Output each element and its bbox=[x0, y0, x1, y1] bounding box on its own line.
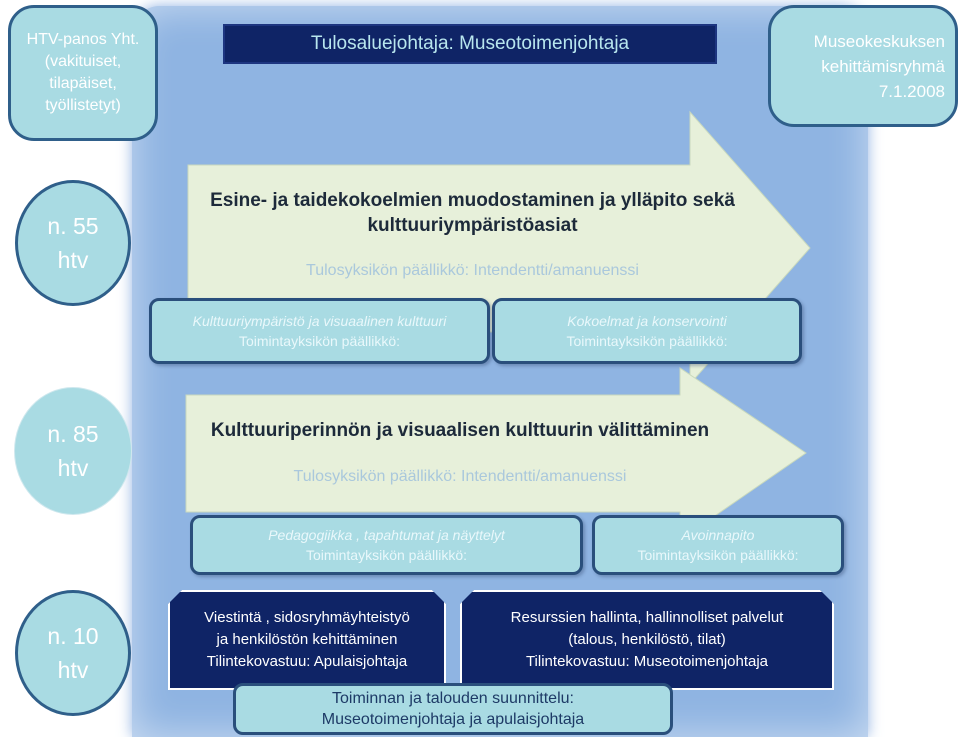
resources-line: Tilintekovastuu: Museotoimenjohtaja bbox=[525, 653, 769, 670]
htv-circle-count: n. 55 bbox=[47, 213, 99, 239]
htv-circle-2: n. 85 htv bbox=[15, 388, 131, 514]
resources-line: (talous, henkilöstö, tilat) bbox=[568, 631, 726, 648]
arrow-1-title: Esine- ja taidekokoelmien muodostaminen … bbox=[190, 188, 755, 238]
htv-circle-3: n. 10 htv bbox=[15, 590, 131, 716]
communication-line: Tilintekovastuu: Apulaisjohtaja bbox=[206, 653, 408, 670]
group-date-line: Museokeskuksen bbox=[813, 31, 945, 51]
arrow-2-subtitle: Tulosyksikön päällikkö: Intendentti/aman… bbox=[293, 468, 627, 485]
htv-total-line: tilapäiset, bbox=[49, 75, 117, 92]
htv-circle-unit: htv bbox=[57, 247, 89, 273]
htv-total-line: työllistetyt) bbox=[45, 97, 121, 114]
htv-circle-count: n. 10 bbox=[47, 623, 99, 649]
group-date-line: 7.1.2008 bbox=[878, 81, 945, 101]
communication-line: Viestintä , sidosryhmäyhteistyö bbox=[204, 609, 410, 626]
unit-box-head: Toimintayksikön päällikkö: bbox=[238, 333, 401, 349]
htv-total-line: HTV-panos Yht. bbox=[26, 31, 140, 48]
communication-box: Viestintä , sidosryhmäyhteistyö ja henki… bbox=[168, 590, 446, 690]
unit-box-head: Toimintayksikön päällikkö: bbox=[637, 547, 799, 563]
htv-total-line: (vakituiset, bbox=[44, 53, 122, 70]
unit-box-pedagogy: Pedagogiikka , tapahtumat ja näyttelyt T… bbox=[190, 515, 583, 575]
group-date-box: Museokeskuksen kehittämisryhmä 7.1.2008 bbox=[768, 5, 958, 127]
htv-total-box: HTV-panos Yht. (vakituiset, tilapäiset, … bbox=[8, 5, 158, 141]
arrow-2-title: Kulttuuriperinnön ja visuaalisen kulttuu… bbox=[210, 420, 710, 441]
planning-box: Toiminnan ja talouden suunnittelu: Museo… bbox=[233, 683, 673, 735]
unit-box-collections: Kokoelmat ja konservointi Toimintayksikö… bbox=[492, 298, 802, 364]
arrow-2-polygon bbox=[185, 367, 807, 541]
unit-box-name: Avoinnapito bbox=[681, 527, 755, 543]
arrow-1-title-line: Esine- ja taidekokoelmien muodostaminen … bbox=[210, 190, 735, 211]
htv-circle-1: n. 55 htv bbox=[15, 180, 131, 306]
resources-box: Resurssien hallinta, hallinnolliset palv… bbox=[460, 590, 834, 690]
unit-box-opening: Avoinnapito Toimintayksikön päällikkö: bbox=[592, 515, 844, 575]
unit-box-head: Toimintayksikön päällikkö: bbox=[305, 547, 468, 563]
unit-box-cultural-environment: Kulttuuriympäristö ja visuaalinen kulttu… bbox=[149, 298, 490, 364]
planning-line: Toiminnan ja talouden suunnittelu: bbox=[332, 690, 574, 707]
arrow-1-subtitle: Tulosyksikön päällikkö: Intendentti/aman… bbox=[306, 262, 639, 279]
unit-box-name: Kokoelmat ja konservointi bbox=[567, 313, 727, 329]
header-title: Tulosaluejohtaja: Museotoimenjohtaja bbox=[310, 33, 630, 54]
header-title-bar: Tulosaluejohtaja: Museotoimenjohtaja bbox=[223, 24, 717, 64]
htv-circle-unit: htv bbox=[57, 657, 89, 683]
htv-circle-unit: htv bbox=[57, 455, 89, 481]
resources-line: Resurssien hallinta, hallinnolliset palv… bbox=[510, 609, 784, 626]
unit-box-head: Toimintayksikön päällikkö: bbox=[566, 333, 728, 349]
communication-line: ja henkilöstön kehittäminen bbox=[216, 631, 398, 648]
unit-box-name: Pedagogiikka , tapahtumat ja näyttelyt bbox=[268, 527, 505, 543]
planning-line: Museotoimenjohtaja ja apulaisjohtaja bbox=[321, 711, 585, 728]
group-date-line: kehittämisryhmä bbox=[821, 56, 945, 76]
arrow-1-title-line: kulttuuriympäristöasiat bbox=[367, 215, 578, 236]
unit-box-name: Kulttuuriympäristö ja visuaalinen kulttu… bbox=[192, 313, 447, 329]
htv-circle-count: n. 85 bbox=[47, 421, 99, 447]
